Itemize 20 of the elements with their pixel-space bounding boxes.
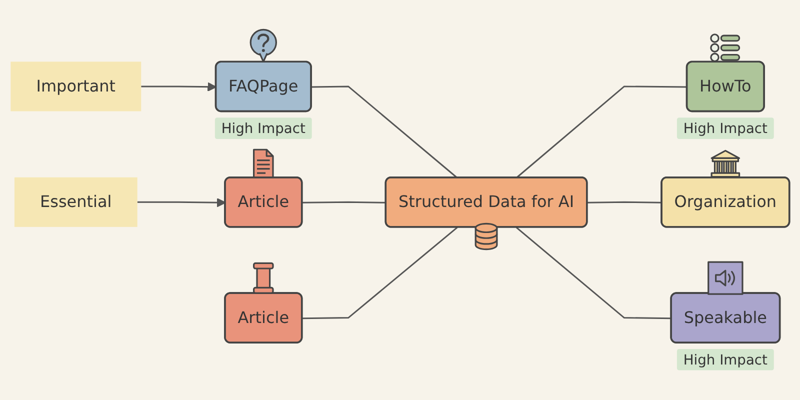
topic-box: Speakable <box>670 292 781 344</box>
arrow <box>141 82 217 92</box>
note-tag: High Impact <box>214 118 312 139</box>
topic-box: HowTo <box>686 60 765 112</box>
connector-line <box>516 86 688 178</box>
note-tag: Important <box>10 62 142 112</box>
note-tag: Essential <box>14 177 138 227</box>
note-tag: High Impact <box>676 349 774 370</box>
connector-line <box>516 226 672 320</box>
connector-line <box>587 201 662 204</box>
topic-box: FAQPage <box>214 60 312 112</box>
central-topic-box: Structured Data for AI <box>384 176 588 228</box>
connector-line <box>312 86 458 178</box>
arrow <box>137 198 226 208</box>
note-tag: High Impact <box>676 118 774 139</box>
topic-box: Organization <box>660 176 790 228</box>
topic-box: Article <box>224 292 303 344</box>
connector-line <box>302 226 458 320</box>
connector-line <box>302 201 386 204</box>
topic-box: Article <box>224 176 303 228</box>
